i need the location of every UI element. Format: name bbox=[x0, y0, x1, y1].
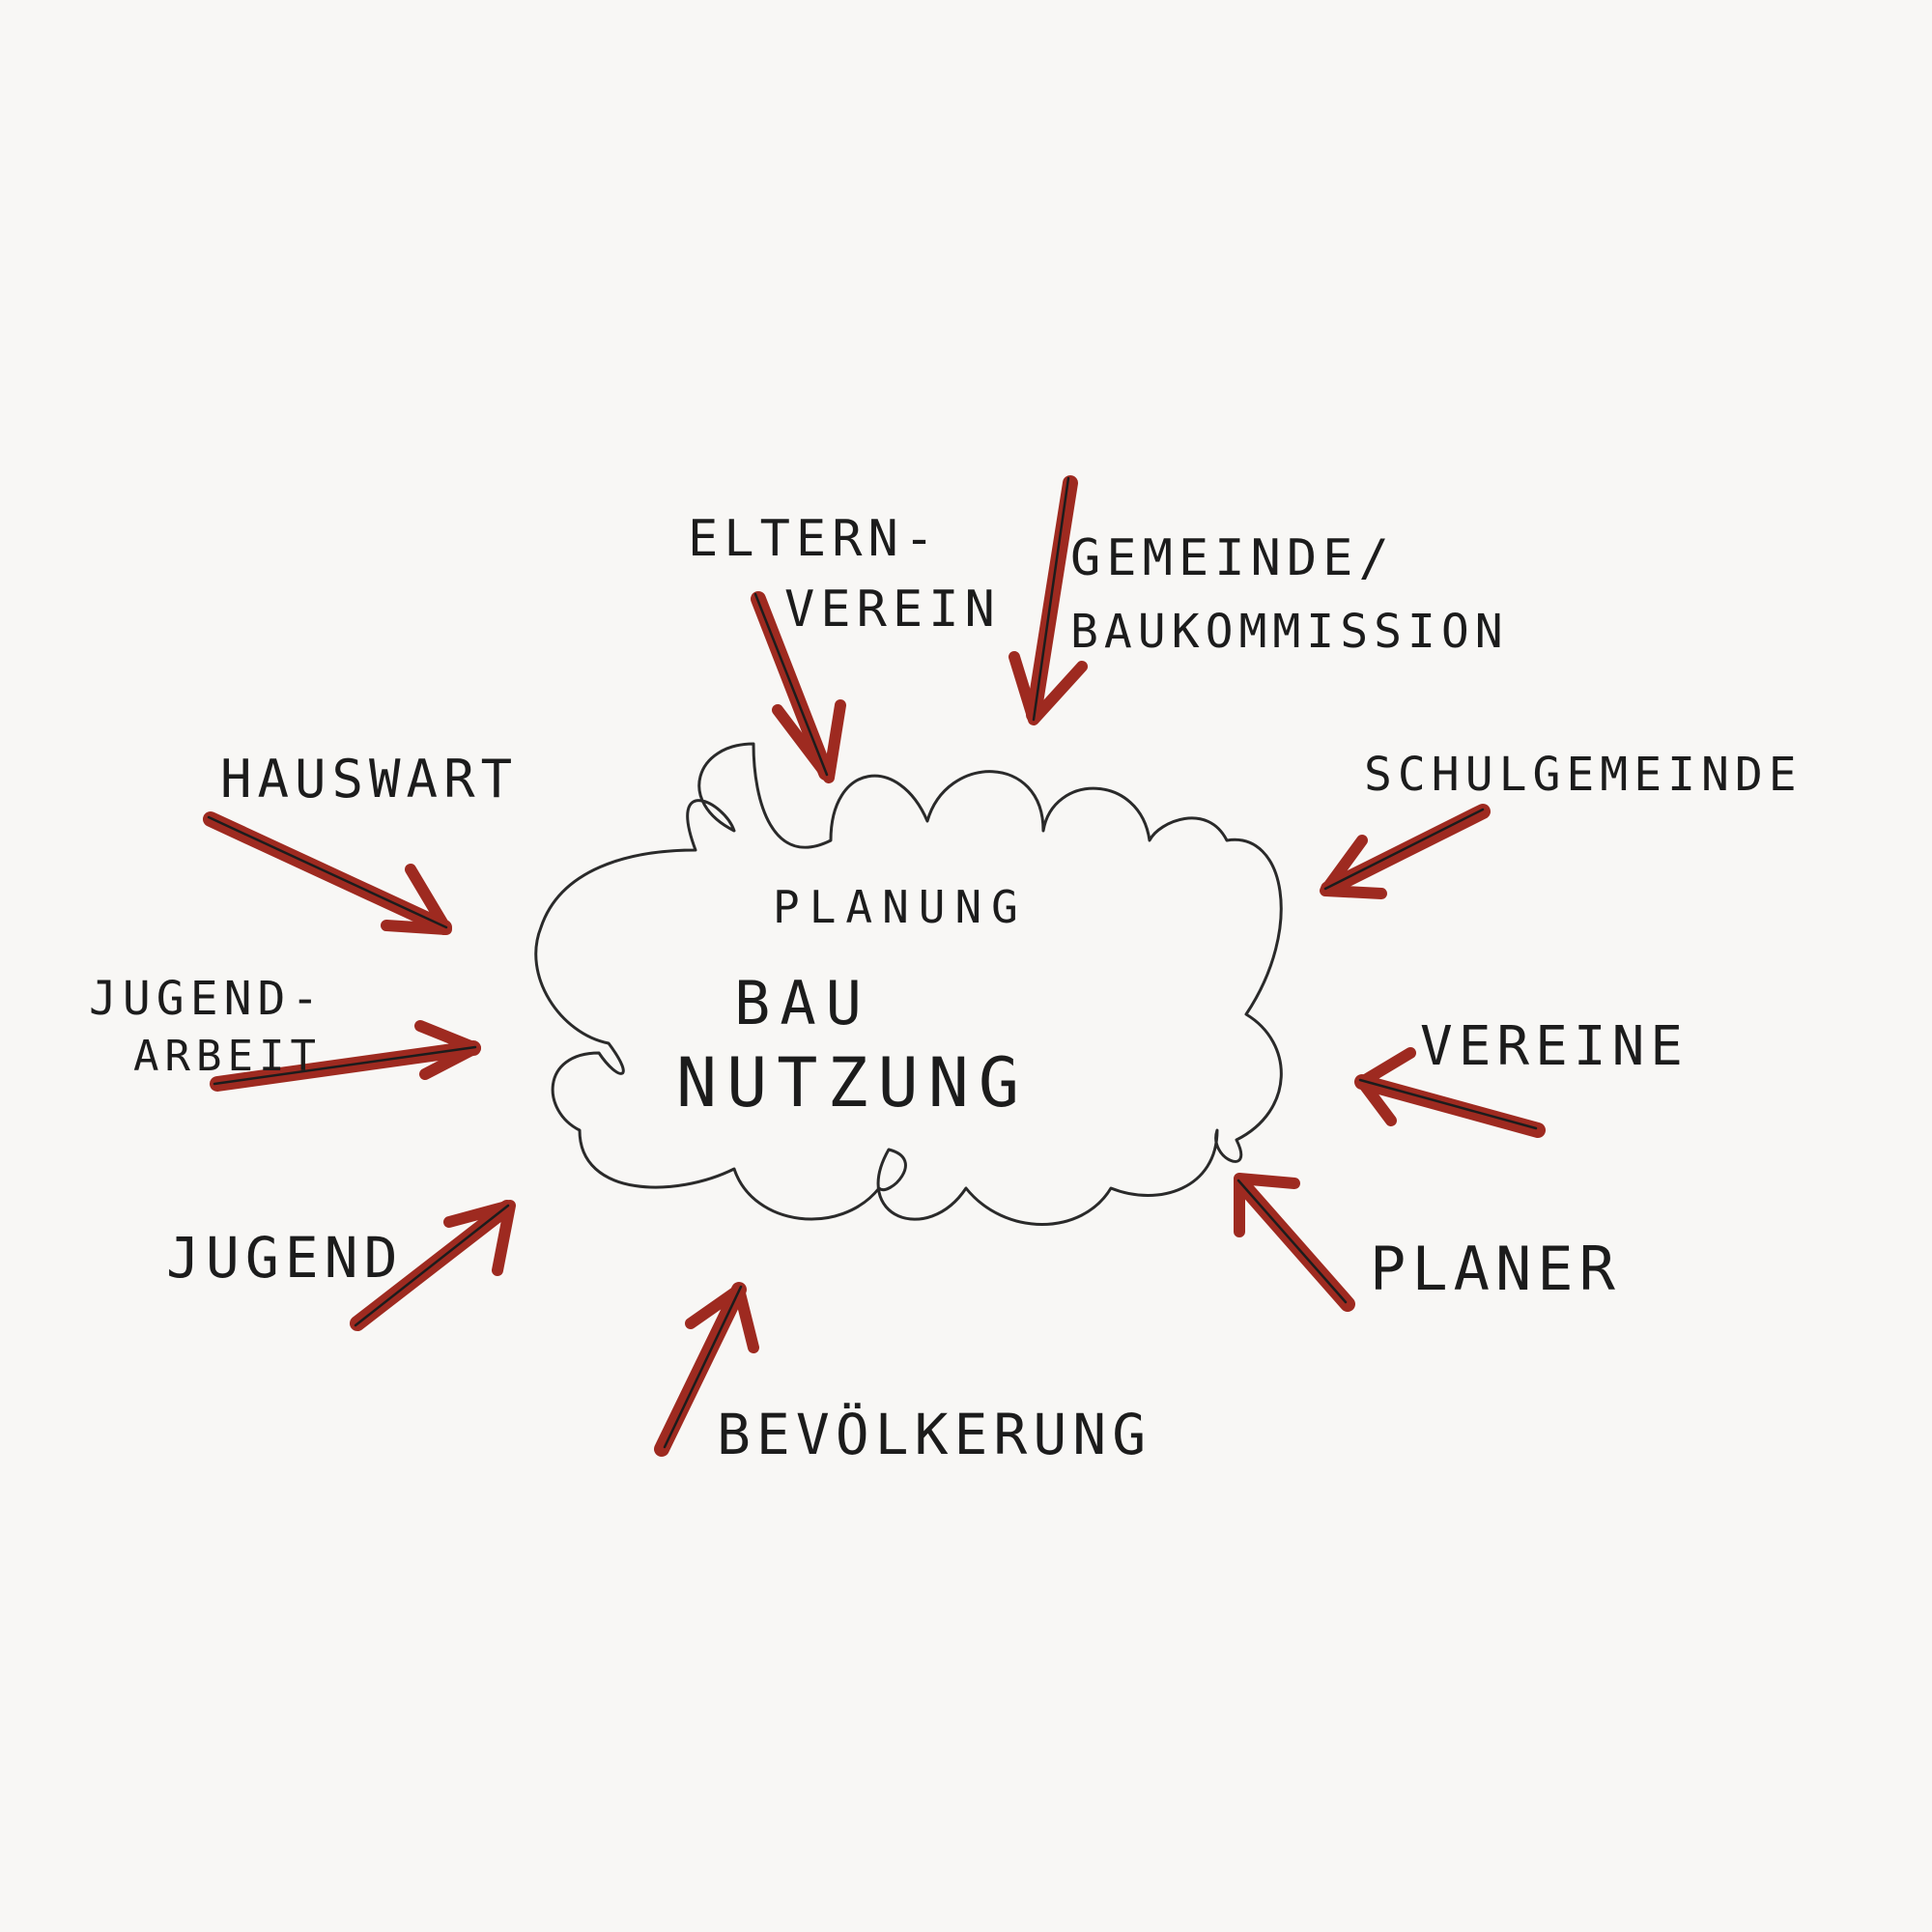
arrow-planer-ink bbox=[1236, 1179, 1348, 1304]
label-planer: PLANER bbox=[1370, 1234, 1621, 1304]
label-elternverein-line1: ELTERN- bbox=[688, 510, 940, 568]
arrow-vereine-shaft bbox=[1354, 1074, 1546, 1138]
arrow-elternverein-ink bbox=[753, 592, 829, 777]
arrow-planer-head bbox=[1234, 1173, 1300, 1237]
arrow-bevoelkerung bbox=[654, 1282, 759, 1457]
arrow-hauswart-ink bbox=[207, 815, 448, 929]
label-bevoelkerung: BEVÖLKERUNG bbox=[717, 1402, 1151, 1467]
arrow-elternverein bbox=[751, 591, 846, 783]
label-jugendarbeit-line2: ARBEIT bbox=[133, 1032, 322, 1081]
center-line-bau: BAU bbox=[734, 968, 871, 1038]
center-cloud bbox=[534, 742, 1283, 1226]
arrow-jugendarbeit-ink bbox=[213, 1045, 477, 1086]
arrow-jugend bbox=[350, 1200, 516, 1331]
arrow-bevoelkerung-ink bbox=[663, 1285, 743, 1449]
label-jugendarbeit-line1: JUGEND- bbox=[89, 972, 325, 1026]
label-gemeinde-line1: GEMEINDE/ bbox=[1070, 529, 1395, 587]
arrows-group bbox=[203, 475, 1546, 1457]
arrow-gemeinde-ink bbox=[1032, 476, 1070, 722]
arrow-gemeinde bbox=[1009, 475, 1088, 725]
label-jugend: JUGEND bbox=[166, 1225, 404, 1291]
label-schulgemeinde: SCHULGEMEINDE bbox=[1364, 748, 1803, 802]
label-vereine: VEREINE bbox=[1420, 1015, 1689, 1078]
arrow-vereine-ink bbox=[1358, 1078, 1538, 1130]
label-gemeinde-line2: BAUKOMMISSION bbox=[1070, 605, 1509, 659]
arrow-jugendarbeit bbox=[210, 1020, 481, 1092]
arrow-hauswart bbox=[203, 811, 452, 935]
arrow-planer bbox=[1234, 1173, 1355, 1312]
label-elternverein-line2: VEREIN bbox=[784, 581, 1001, 639]
arrow-elternverein-head bbox=[772, 699, 846, 783]
arrow-schulgemeinde bbox=[1320, 804, 1491, 899]
arrow-schulgemeinde-ink bbox=[1323, 808, 1485, 891]
arrow-schulgemeinde-head bbox=[1320, 835, 1387, 899]
center-line-planung: PLANUNG bbox=[773, 881, 1028, 933]
arrow-vereine bbox=[1354, 1047, 1546, 1138]
arrow-vereine-head bbox=[1356, 1047, 1416, 1126]
center-line-nutzung: NUTZUNG bbox=[676, 1043, 1029, 1122]
arrow-schulgemeinde-shaft bbox=[1321, 804, 1491, 896]
arrow-jugend-ink bbox=[354, 1204, 510, 1327]
arrow-hauswart-head bbox=[381, 864, 452, 935]
label-hauswart: HAUSWART bbox=[220, 749, 518, 810]
arrow-jugend-head bbox=[443, 1200, 516, 1276]
